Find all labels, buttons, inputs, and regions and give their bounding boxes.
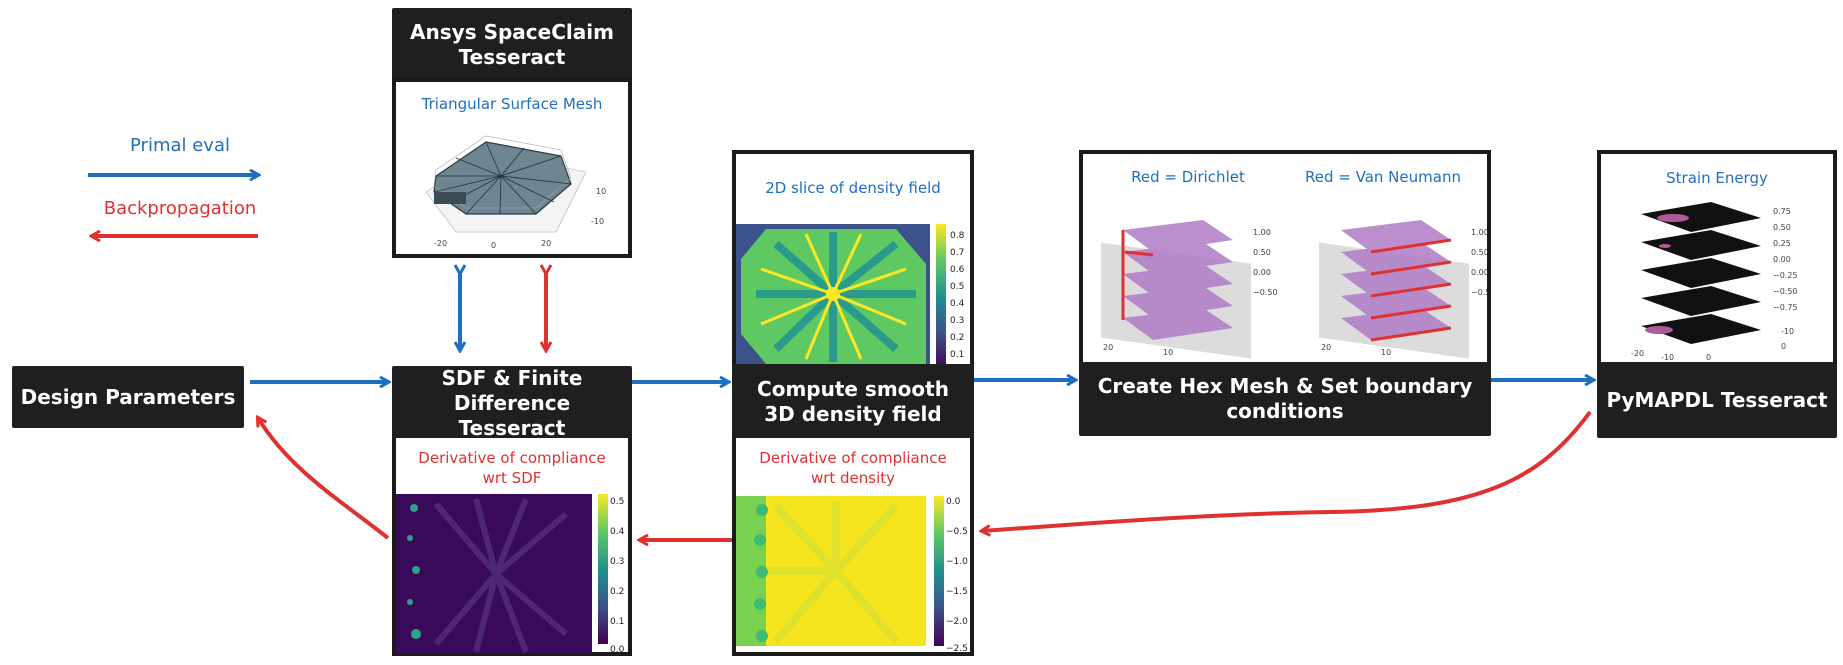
colorbar-d-sdf-ticks: 0.5 0.4 0.3 0.2 0.1 0.0	[610, 497, 625, 654]
svg-text:-10: -10	[1661, 353, 1674, 362]
cb-d-sdf-tick: 0.4	[610, 527, 625, 537]
caption-derivative-density: Derivative of compliance wrt density	[759, 449, 947, 487]
cb-strain-tick: 0.75	[1773, 207, 1791, 216]
svg-text:-20: -20	[434, 239, 447, 248]
cb-strain-tick: 0.50	[1773, 223, 1791, 232]
cb-d-sdf-tick: 0.3	[610, 557, 624, 567]
panel-density-slice: 2D slice of density field 0.8 0.7 0.6 0.…	[732, 150, 974, 369]
cb-slice-tick: 0.3	[950, 316, 964, 326]
hex-mesh-images: 1.00 0.50 0.00 −0.50 20 10 1.00 0.50 0.00 −0.50 2…	[1101, 220, 1487, 359]
svg-text:−0.50: −0.50	[1253, 288, 1278, 297]
cb-strain-tick: 0.00	[1773, 255, 1791, 264]
cb-d-density-tick: −0.5	[946, 527, 968, 537]
svg-text:20: 20	[541, 239, 551, 248]
colorbar-slice-ticks: 0.8 0.7 0.6 0.5 0.4 0.3 0.2 0.1	[950, 231, 965, 360]
density-slice-image	[736, 224, 946, 369]
cb-d-density-tick: −2.5	[946, 644, 968, 654]
cb-slice-tick: 0.2	[950, 333, 964, 343]
svg-text:0: 0	[1781, 342, 1786, 351]
cb-slice-tick: 0.7	[950, 248, 964, 258]
svg-text:10: 10	[1381, 348, 1391, 357]
caption-density-slice: 2D slice of density field	[765, 179, 941, 197]
legend-backprop-label: Backpropagation	[103, 198, 257, 219]
cb-slice-tick: 0.8	[950, 231, 965, 241]
svg-text:-20: -20	[1631, 349, 1644, 358]
caption-derivative-sdf: Derivative of compliance wrt SDF	[418, 449, 606, 487]
cb-d-sdf-tick: 0.5	[610, 497, 624, 507]
node-spaceclaim-tesseract: Ansys SpaceClaim Tesseract	[392, 8, 632, 82]
svg-text:−0.50: −0.50	[1471, 288, 1487, 297]
svg-text:10: 10	[1163, 348, 1173, 357]
svg-text:-10: -10	[1781, 327, 1794, 336]
cb-d-sdf-tick: 0.1	[610, 617, 624, 627]
svg-text:0.50: 0.50	[1253, 248, 1271, 257]
dirichlet-plot: 1.00 0.50 0.00 −0.50 20 10	[1101, 220, 1278, 359]
caption-surface-mesh: Triangular Surface Mesh	[421, 95, 603, 113]
panel-derivative-density: Derivative of compliance wrt density 0.0…	[732, 438, 974, 656]
cb-slice-tick: 0.5	[950, 282, 964, 292]
svg-text:0: 0	[1706, 353, 1711, 362]
node-density-field: Compute smooth 3D density field	[732, 364, 974, 440]
svg-text:0.50: 0.50	[1471, 248, 1487, 257]
colorbar-d-density-ticks: 0.0 −0.5 −1.0 −1.5 −2.0 −2.5	[946, 497, 968, 654]
cb-d-density-tick: −2.0	[946, 617, 968, 627]
node-sdf-tesseract: SDF & Finite Difference Tesseract	[392, 366, 632, 440]
derivative-density-image	[736, 496, 944, 646]
arrow-sdf-to-design	[258, 418, 390, 540]
cb-slice-tick: 0.6	[950, 265, 965, 275]
panel-strain-energy: Strain Energy 0.75 0.50 0.25 0.00 −0.25 …	[1597, 150, 1837, 366]
caption-dirichlet: Red = Dirichlet	[1131, 168, 1245, 186]
cb-strain-tick: 0.25	[1773, 239, 1791, 248]
arrow-pymapdl-to-density	[982, 410, 1592, 531]
cb-d-density-tick: 0.0	[946, 497, 961, 507]
van-neumann-plot: 1.00 0.50 0.00 −0.50 20 10	[1319, 220, 1487, 359]
svg-text:1.00: 1.00	[1471, 228, 1487, 237]
node-pymapdl-tesseract: PyMAPDL Tesseract	[1597, 362, 1837, 438]
cb-d-sdf-tick: 0.2	[610, 587, 624, 597]
node-design-parameters: Design Parameters	[12, 366, 244, 428]
cb-strain-tick: −0.25	[1773, 271, 1798, 280]
svg-text:20: 20	[1321, 343, 1331, 352]
svg-text:20: 20	[1103, 343, 1113, 352]
node-hex-mesh: Create Hex Mesh & Set boundary condition…	[1079, 362, 1491, 436]
svg-text:10: 10	[596, 187, 606, 196]
cb-d-density-tick: −1.5	[946, 587, 968, 597]
legend-primal-label: Primal eval	[130, 135, 230, 156]
strain-energy-image: 0.75 0.50 0.25 0.00 −0.25 −0.50 −0.75 -2…	[1631, 202, 1798, 362]
panel-surface-mesh: Triangular Surface Mesh -20 0 20 -10 10	[392, 78, 632, 258]
caption-van-neumann: Red = Van Neumann	[1305, 168, 1461, 186]
svg-text:0.00: 0.00	[1253, 268, 1271, 277]
cb-strain-tick: −0.50	[1773, 287, 1798, 296]
cb-d-density-tick: −1.0	[946, 557, 968, 567]
derivative-sdf-image	[396, 494, 608, 654]
cb-d-sdf-tick: 0.0	[610, 645, 625, 654]
panel-boundary-conditions: Red = Dirichlet Red = Van Neumann 1.00 0.…	[1079, 150, 1491, 366]
svg-text:0: 0	[491, 241, 496, 250]
cb-slice-tick: 0.4	[950, 299, 965, 309]
cb-strain-tick: −0.75	[1773, 303, 1798, 312]
svg-text:0.00: 0.00	[1471, 268, 1487, 277]
caption-strain-energy: Strain Energy	[1666, 169, 1768, 187]
cb-slice-tick: 0.1	[950, 350, 964, 360]
surface-mesh-image: -20 0 20 -10 10	[425, 135, 606, 250]
svg-text:-10: -10	[591, 217, 604, 226]
svg-text:1.00: 1.00	[1253, 228, 1271, 237]
panel-derivative-sdf: Derivative of compliance wrt SDF 0.5 0.4…	[392, 438, 632, 656]
